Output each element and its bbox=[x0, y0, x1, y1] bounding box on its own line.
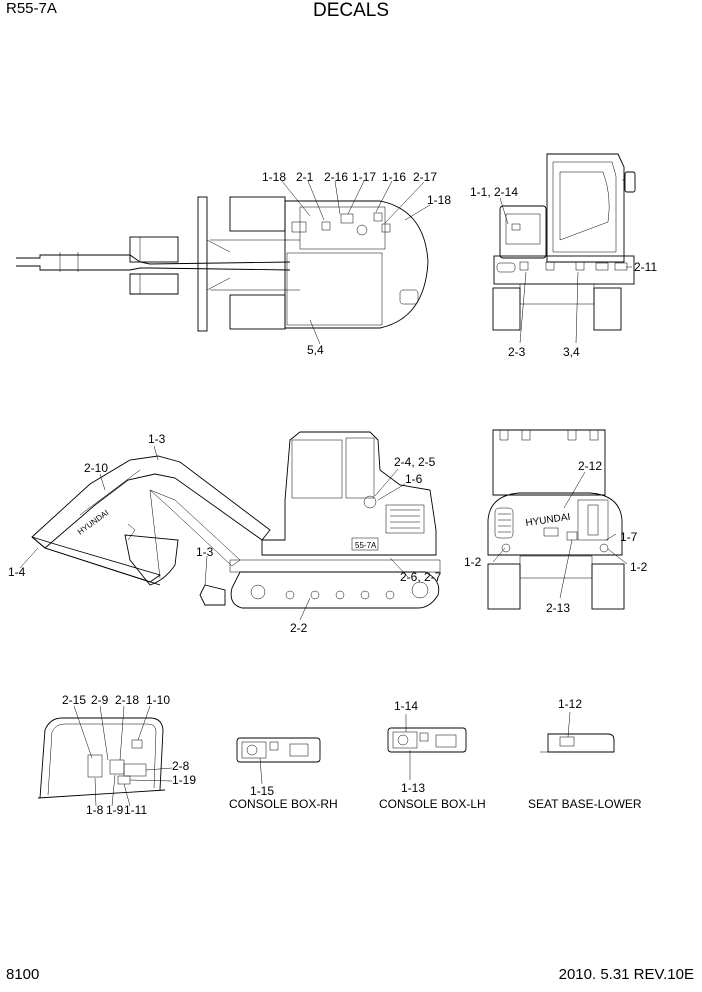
front-callout-2: 2-11 bbox=[634, 260, 657, 274]
cab-callout-8: 1-9 bbox=[106, 803, 124, 817]
top-callout-7: 1-18 bbox=[427, 193, 451, 207]
rear-callout-4: 1-2 bbox=[630, 560, 648, 574]
seat-callout: 1-12 bbox=[558, 697, 582, 711]
console-rh-caption: CONSOLE BOX-RH bbox=[229, 797, 338, 811]
model-plate: 55-7A bbox=[355, 541, 377, 550]
cab-callout-3: 2-18 bbox=[115, 693, 139, 707]
side-callout-7: 2-6, 2-7 bbox=[400, 570, 442, 584]
cab-interior-view: 2-15 2-9 2-18 1-10 2-8 1-19 1-8 1-9 1-11 bbox=[37, 693, 196, 817]
top-callout-4: 1-17 bbox=[352, 170, 376, 184]
cab-callout-2: 2-9 bbox=[91, 693, 109, 707]
front-view: 1-1, 2-14 2-11 2-3 3,4 bbox=[470, 153, 657, 359]
cab-callout-6: 1-19 bbox=[172, 773, 196, 787]
front-callout-3: 2-3 bbox=[508, 345, 526, 359]
side-callout-4: 1-6 bbox=[405, 472, 423, 486]
rear-brand: HYUNDAI bbox=[525, 512, 571, 529]
console-box-rh-view: 1-15 CONSOLE BOX-RH bbox=[229, 737, 338, 811]
top-callout-1: 1-18 bbox=[262, 170, 286, 184]
side-view: 55-7A HYUNDAI 1-3 2-10 2-4, 2-5 1-6 1-4 … bbox=[8, 431, 442, 635]
cab-callout-4: 1-10 bbox=[146, 693, 170, 707]
top-callout-8: 5,4 bbox=[307, 343, 324, 357]
side-callout-2: 2-10 bbox=[84, 461, 108, 475]
top-callout-5: 1-16 bbox=[382, 170, 406, 184]
top-callout-2: 2-1 bbox=[296, 170, 314, 184]
cab-callout-1: 2-15 bbox=[62, 693, 86, 707]
side-callout-5: 1-4 bbox=[8, 565, 26, 579]
top-callout-3: 2-16 bbox=[324, 170, 348, 184]
cab-callout-7: 1-8 bbox=[86, 803, 104, 817]
side-callout-1: 1-3 bbox=[148, 432, 166, 446]
seat-base-view: 1-12 SEAT BASE-LOWER bbox=[528, 697, 642, 811]
cab-callout-9: 1-11 bbox=[124, 803, 147, 817]
rear-callout-3: 1-2 bbox=[464, 555, 482, 569]
rear-callout-2: 1-7 bbox=[620, 530, 638, 544]
side-callout-8: 2-2 bbox=[290, 621, 308, 635]
seat-caption: SEAT BASE-LOWER bbox=[528, 797, 642, 811]
model-code: R55-7A bbox=[6, 0, 57, 17]
console-lh-callout-1: 1-14 bbox=[394, 699, 418, 713]
front-callout-4: 3,4 bbox=[563, 345, 580, 359]
revision-date: 2010. 5.31 REV.10E bbox=[558, 966, 694, 983]
top-callout-6: 2-17 bbox=[413, 170, 437, 184]
rear-callout-5: 2-13 bbox=[546, 601, 570, 615]
console-lh-callout-2: 1-13 bbox=[401, 781, 425, 795]
top-view: 1-18 2-1 2-16 1-17 1-16 2-17 1-18 5,4 bbox=[16, 170, 451, 357]
page-title: DECALS bbox=[312, 0, 390, 21]
front-callout-1: 1-1, 2-14 bbox=[470, 185, 518, 199]
console-rh-callout: 1-15 bbox=[250, 784, 274, 798]
rear-callout-1: 2-12 bbox=[578, 459, 602, 473]
page-number: 8100 bbox=[6, 966, 40, 983]
boom-brand: HYUNDAI bbox=[76, 508, 110, 536]
console-box-lh-view: 1-14 1-13 CONSOLE BOX-LH bbox=[379, 699, 486, 811]
cab-callout-5: 2-8 bbox=[172, 759, 190, 773]
rear-view: HYUNDAI 2-12 1-7 1-2 1-2 2-13 bbox=[464, 429, 648, 615]
side-callout-6: 1-3 bbox=[196, 545, 214, 559]
console-lh-caption: CONSOLE BOX-LH bbox=[379, 797, 486, 811]
side-callout-3: 2-4, 2-5 bbox=[394, 455, 436, 469]
